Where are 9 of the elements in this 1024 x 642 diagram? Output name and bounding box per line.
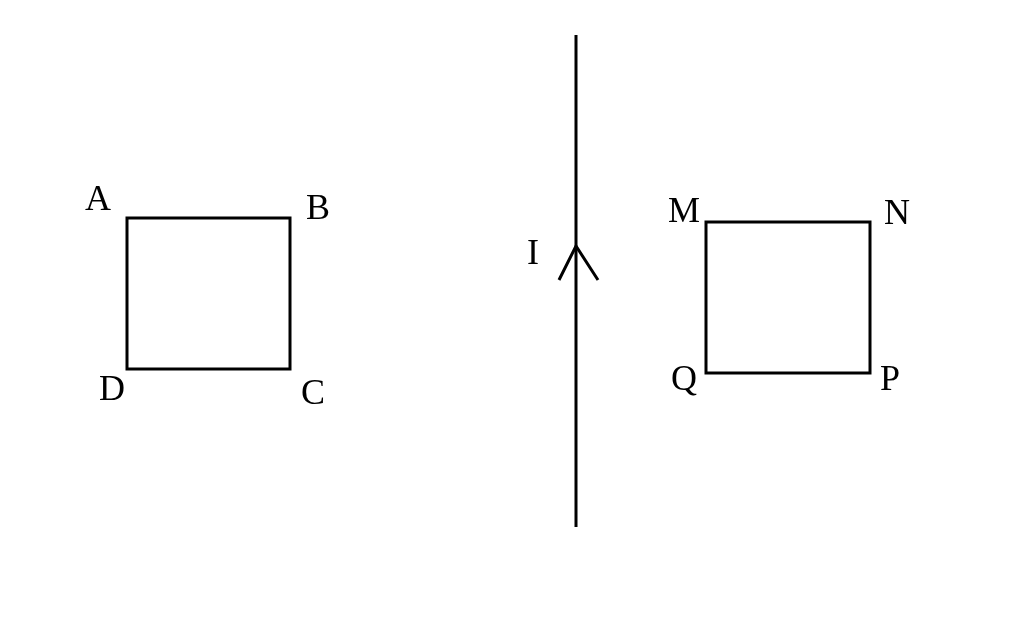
point-label: B [306,189,330,225]
point-label: D [99,370,125,406]
point-label: P [880,360,900,396]
point-label: Q [671,360,697,396]
point-label: C [301,374,325,410]
point-label: I [527,234,539,270]
point-label: M [668,192,700,228]
point-label: N [884,194,910,230]
point-label: A [85,180,111,216]
